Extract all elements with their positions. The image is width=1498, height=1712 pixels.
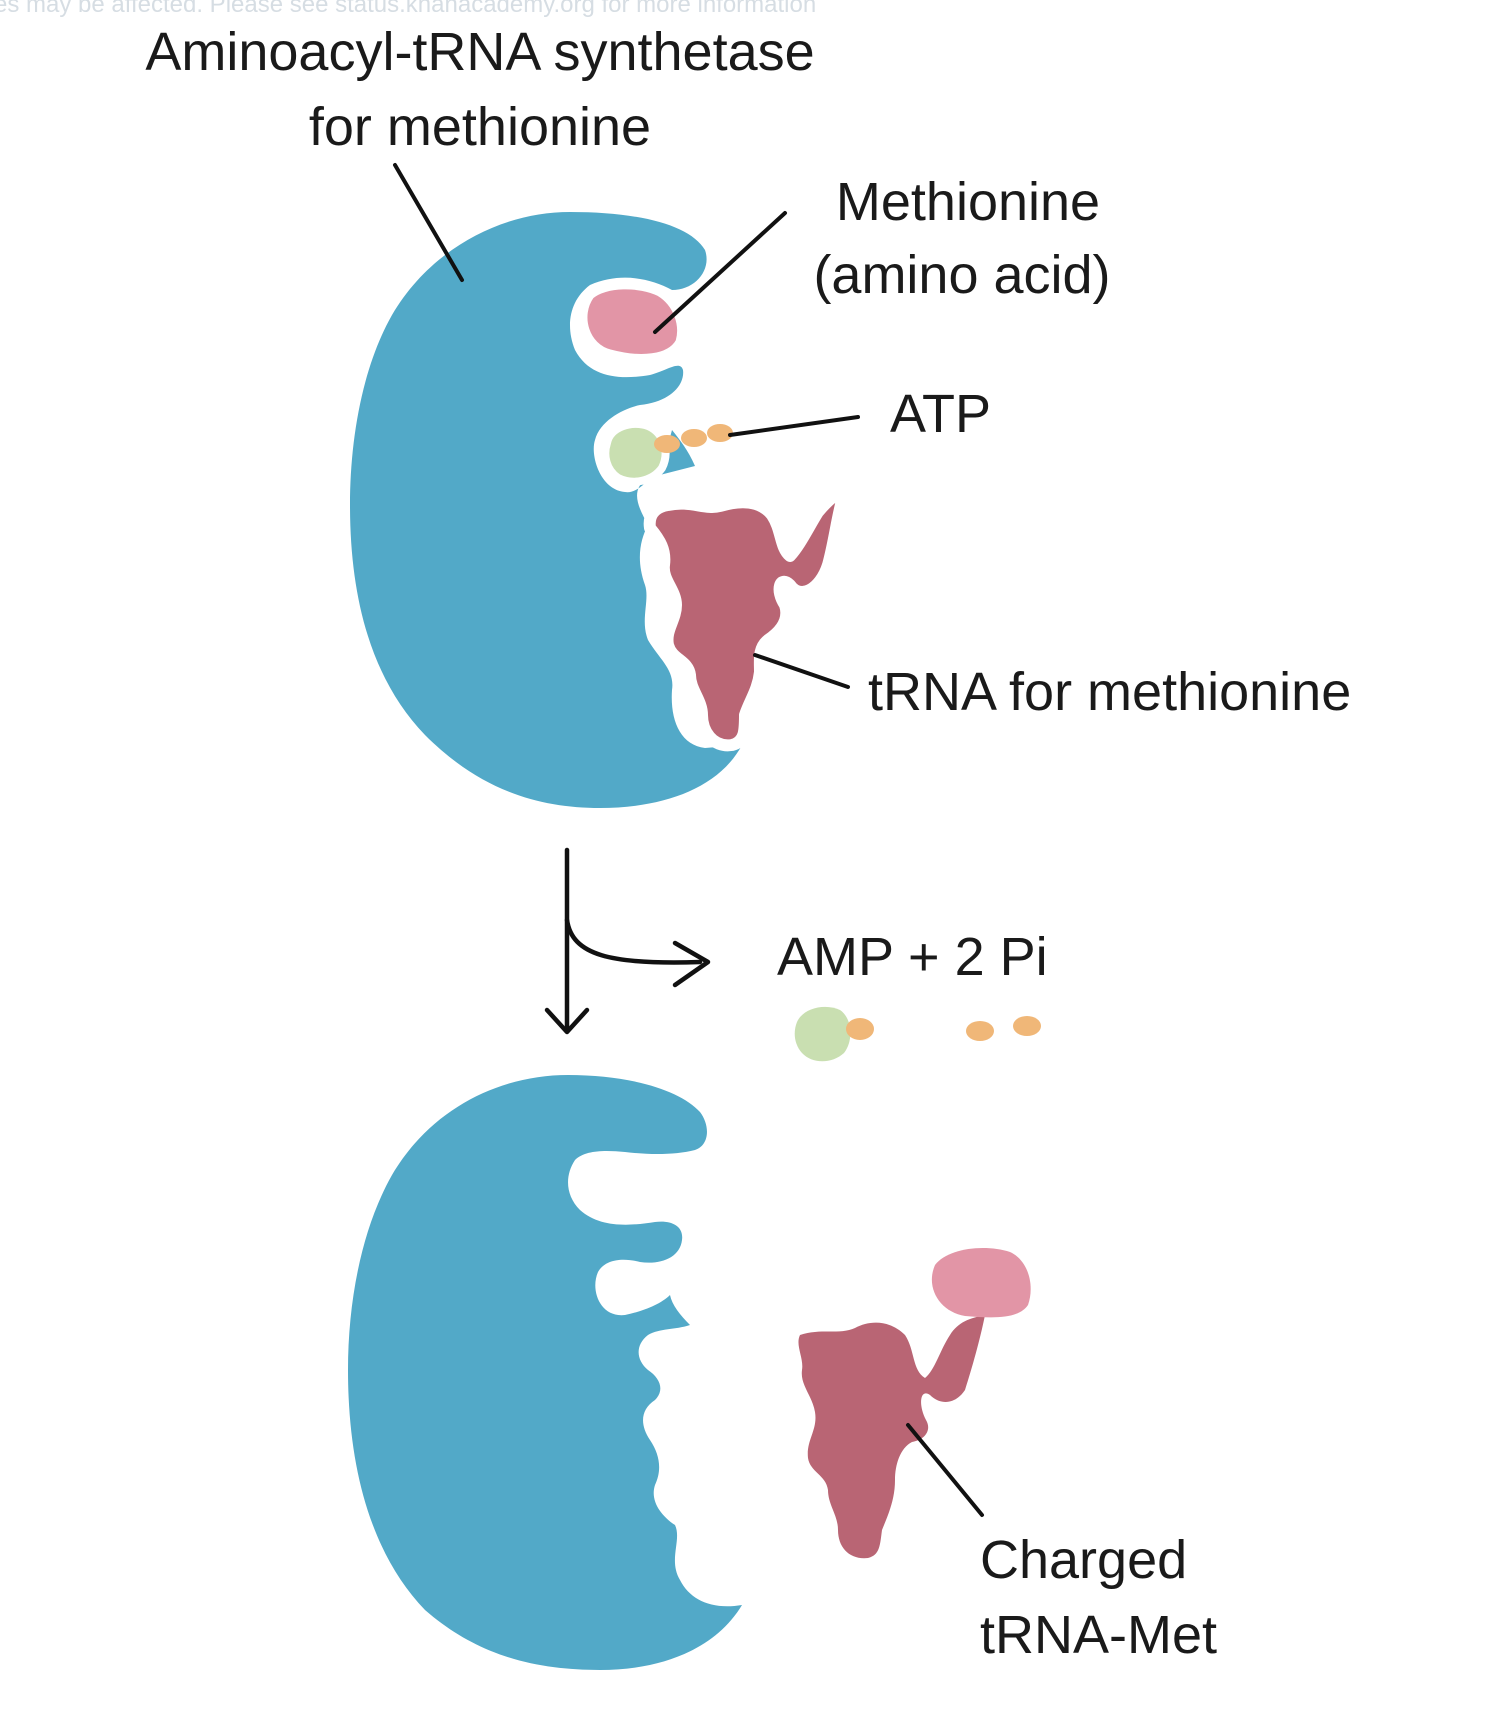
- leader-trna: [753, 653, 850, 689]
- leader-charged-trna: [906, 1423, 984, 1517]
- atp-phosphate-3: [707, 424, 733, 442]
- status-banner-text: es may be affected. Please see status.kh…: [0, 0, 816, 18]
- synthetase-label-line2: for methionine: [309, 97, 651, 157]
- leader-methionine: [653, 211, 787, 334]
- atp-adenosine: [601, 419, 670, 486]
- enzyme-complex-top: [350, 212, 851, 808]
- side-branch-arrow: [564, 917, 703, 965]
- amp-adenosine: [794, 1006, 851, 1062]
- synthetase-enzyme-top: [350, 212, 742, 808]
- charged-trna-met: [798, 1315, 985, 1559]
- charged-label-line2: tRNA-Met: [980, 1605, 1217, 1665]
- attached-methionine: [931, 1248, 1031, 1318]
- trna-for-methionine: [643, 484, 851, 752]
- methionine-amino-acid: [578, 280, 687, 363]
- methionine-label-line1: Methionine: [836, 172, 1100, 232]
- side-branch-arrowhead: [672, 940, 711, 988]
- synthetase-enzyme-bottom: [348, 1075, 742, 1670]
- charged-label-line1: Charged: [980, 1530, 1187, 1590]
- main-down-arrowhead: [544, 1007, 590, 1035]
- atp-phosphate-1: [654, 435, 680, 453]
- synthetase-label-line1: Aminoacyl-tRNA synthetase: [145, 22, 814, 82]
- leader-synthetase: [393, 163, 464, 282]
- atp-label: ATP: [890, 384, 991, 444]
- products-label: AMP + 2 Pi: [777, 927, 1048, 987]
- leader-atp: [728, 415, 860, 437]
- free-phosphate-1: [966, 1021, 994, 1041]
- amp-phosphate: [846, 1018, 874, 1040]
- reaction-arrow: [544, 847, 711, 1035]
- methionine-label-line2: (amino acid): [813, 245, 1110, 305]
- trna-label: tRNA for methionine: [868, 662, 1351, 722]
- atp-phosphate-2: [681, 429, 707, 447]
- free-phosphate-2: [1013, 1016, 1041, 1036]
